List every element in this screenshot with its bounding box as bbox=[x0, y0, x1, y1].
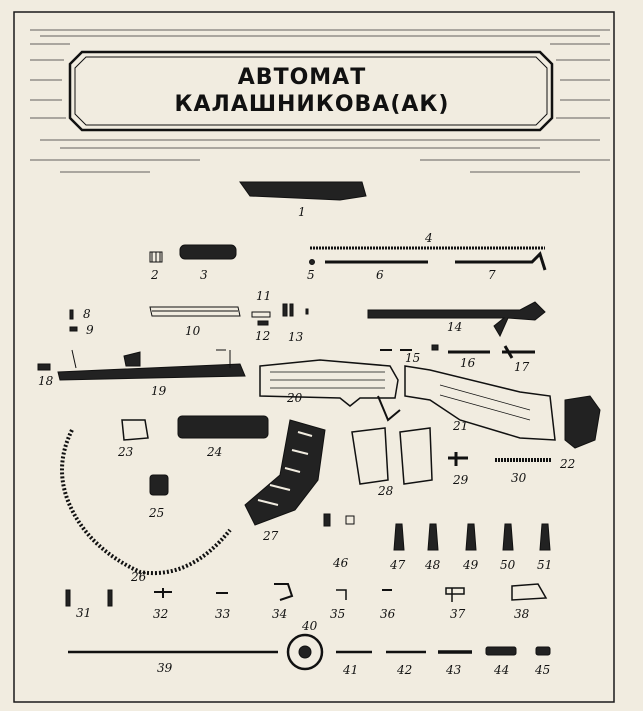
part-18-muzzle-nut bbox=[37, 363, 51, 371]
part-34-part bbox=[274, 583, 294, 601]
part-label: 21 bbox=[452, 419, 468, 433]
part-label: 10 bbox=[185, 324, 201, 338]
part-label: 25 bbox=[148, 506, 164, 520]
part-51-cartridge bbox=[539, 523, 551, 551]
part-label: 45 bbox=[534, 663, 550, 677]
part-label: 24 bbox=[206, 445, 222, 459]
part-35-part bbox=[336, 589, 347, 600]
part-48-cartridge bbox=[427, 523, 439, 551]
part-label: 26 bbox=[130, 570, 147, 584]
part-2-part bbox=[149, 251, 163, 263]
part-label: 41 bbox=[342, 663, 358, 677]
part-label: 35 bbox=[330, 607, 345, 621]
part-label: 18 bbox=[38, 374, 54, 388]
part-label: 27 bbox=[262, 529, 279, 543]
part-label: 31 bbox=[76, 606, 91, 620]
part-label: 4 bbox=[424, 231, 433, 245]
part-label: 32 bbox=[153, 607, 168, 621]
page-border bbox=[13, 11, 615, 703]
part-label: 43 bbox=[445, 663, 462, 677]
part-label: 48 bbox=[424, 558, 441, 572]
part-49-cartridge bbox=[465, 523, 477, 551]
part-23-part bbox=[121, 419, 149, 441]
part-21-stock bbox=[404, 365, 556, 441]
part-32-part bbox=[154, 588, 172, 598]
part-label: 15 bbox=[405, 351, 420, 365]
part-label: 9 bbox=[86, 323, 94, 337]
part-label: 50 bbox=[500, 558, 516, 572]
title-line-2: КАЛАШНИКОВА(АК) bbox=[175, 92, 450, 117]
part-47-cartridge bbox=[393, 523, 405, 551]
part-label: 19 bbox=[151, 384, 167, 398]
part-17-part bbox=[502, 345, 535, 359]
part-38-part bbox=[511, 583, 548, 601]
part-27-magazine bbox=[244, 419, 326, 526]
title-frame bbox=[68, 50, 554, 132]
part-label: 33 bbox=[215, 607, 231, 621]
part-3-handguard-upper bbox=[179, 244, 237, 260]
title-line-1: АВТОМАТ bbox=[238, 65, 366, 90]
part-label: 12 bbox=[255, 329, 270, 343]
part-label: 46 bbox=[332, 556, 349, 570]
part-14-bolt-carrier bbox=[367, 301, 546, 338]
part-1-receiver-cover bbox=[239, 181, 367, 201]
part-20-receiver bbox=[259, 359, 399, 407]
part-label: 17 bbox=[514, 360, 530, 374]
part-46-part bbox=[323, 513, 331, 527]
part-44-part bbox=[485, 646, 517, 656]
part-40-part bbox=[286, 633, 324, 671]
part-26-magazine-spring bbox=[60, 429, 232, 575]
part-22-butt-plate bbox=[564, 395, 601, 449]
part-label: 39 bbox=[157, 661, 173, 675]
part-label: 23 bbox=[117, 445, 134, 459]
part-label: 51 bbox=[537, 558, 552, 572]
part-13-pins bbox=[282, 303, 288, 317]
part-label: 20 bbox=[286, 391, 303, 405]
part-9-pin bbox=[69, 326, 78, 332]
part-label: 29 bbox=[452, 473, 469, 487]
part-label: 34 bbox=[272, 607, 287, 621]
part-label: 30 bbox=[511, 471, 527, 485]
part-28-grip-left bbox=[351, 427, 389, 485]
part-37-part bbox=[445, 587, 465, 602]
part-label: 3 bbox=[200, 268, 208, 282]
part-label: 8 bbox=[83, 307, 91, 321]
part-label: 2 bbox=[150, 268, 159, 282]
part-label: 7 bbox=[488, 268, 496, 282]
part-label: 1 bbox=[298, 205, 306, 219]
part-31-pin bbox=[65, 589, 71, 607]
part-label: 36 bbox=[380, 607, 396, 621]
part-10-gas-tube bbox=[149, 306, 241, 317]
part-label: 16 bbox=[460, 356, 476, 370]
part-label: 14 bbox=[447, 320, 462, 334]
part-label: 38 bbox=[514, 607, 530, 621]
part-7-rod bbox=[455, 251, 547, 271]
part-19-barrel bbox=[57, 363, 246, 381]
part-label: 44 bbox=[493, 663, 509, 677]
part-label: 22 bbox=[559, 457, 575, 471]
part-11-pin bbox=[251, 311, 271, 318]
part-5-pin bbox=[309, 259, 315, 265]
part-45-part bbox=[535, 646, 551, 656]
part-label: 40 bbox=[301, 619, 318, 633]
part-24-handguard-lower bbox=[177, 415, 269, 439]
part-labels: 1 2 3 4 5 6 7 8 9 10 11 12 13 14 15 16 1… bbox=[38, 205, 575, 677]
part-label: 42 bbox=[396, 663, 412, 677]
part-label: 5 bbox=[307, 268, 315, 282]
title-hatching bbox=[30, 29, 610, 173]
parts bbox=[37, 181, 601, 671]
part-label: 37 bbox=[450, 607, 466, 621]
part-12-pin bbox=[257, 320, 269, 326]
part-25-oil-bottle bbox=[149, 474, 169, 496]
part-label: 11 bbox=[256, 289, 271, 303]
part-8-pin bbox=[69, 309, 74, 320]
part-label: 28 bbox=[377, 484, 394, 498]
part-label: 6 bbox=[376, 268, 384, 282]
part-label: 13 bbox=[288, 330, 304, 344]
part-label: 49 bbox=[462, 558, 479, 572]
part-50-cartridge bbox=[502, 523, 514, 551]
part-29-part bbox=[448, 452, 468, 466]
part-label: 47 bbox=[389, 558, 406, 572]
